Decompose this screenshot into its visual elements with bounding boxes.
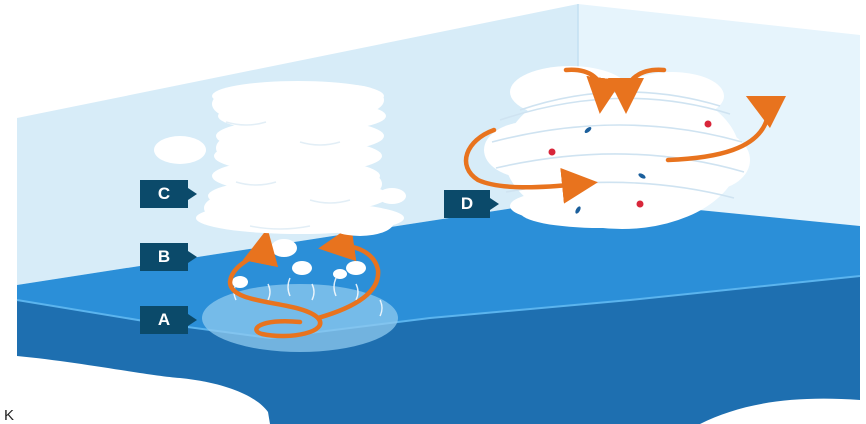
label-c: C (140, 180, 188, 208)
corner-text: K (4, 407, 14, 424)
label-b: B (140, 243, 188, 271)
label-d: D (444, 190, 490, 218)
label-a: A (140, 306, 188, 334)
